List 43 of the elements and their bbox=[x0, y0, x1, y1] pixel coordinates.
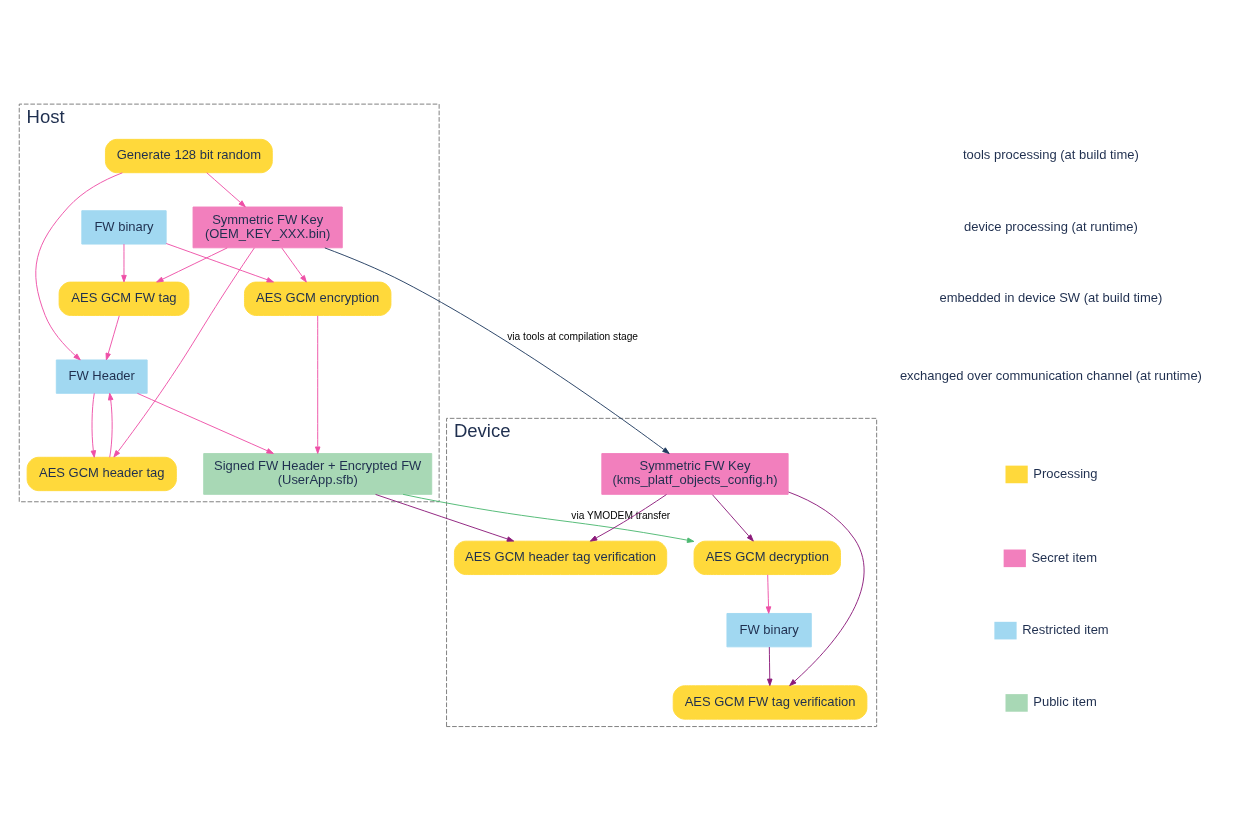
node-box: Symmetric FW Key (kms_platf_objects_config.h) bbox=[601, 452, 789, 495]
node-box: Generate 128 bit random bbox=[104, 138, 273, 173]
node-box: AES GCM FW tag verification bbox=[672, 684, 868, 720]
arrow bbox=[113, 246, 255, 458]
arrow bbox=[281, 247, 307, 282]
arrow bbox=[712, 493, 754, 542]
arrow bbox=[105, 314, 120, 360]
edge-label: via tools at compilation stage bbox=[507, 330, 639, 342]
edge-label: via YMODEM transfer bbox=[571, 509, 671, 521]
arrow bbox=[788, 491, 865, 686]
arrow bbox=[206, 171, 246, 207]
node-box: Signed FW Header + Encrypted FW (UserApp.sfb) bbox=[203, 452, 433, 495]
legend-label: exchanged over communication channel (at runtime) bbox=[899, 367, 1202, 383]
legend-label: Restricted item bbox=[1022, 621, 1109, 637]
legend-label: tools processing (at build time) bbox=[962, 146, 1139, 162]
arrow bbox=[108, 392, 114, 458]
arrow bbox=[165, 242, 274, 282]
arrow bbox=[156, 246, 228, 283]
arrow bbox=[324, 246, 670, 454]
node-box: FW Header bbox=[55, 359, 148, 394]
legend-label: Public item bbox=[1033, 693, 1097, 709]
arrow bbox=[121, 243, 127, 282]
node-box: Symmetric FW Key (OEM_KEY_XXX.bin) bbox=[192, 206, 343, 248]
arrow bbox=[589, 493, 667, 542]
legend-label: device processing (at runtime) bbox=[964, 218, 1138, 234]
node-box: AES GCM encryption bbox=[244, 281, 392, 316]
legend-label: Secret item bbox=[1031, 549, 1098, 565]
node-box: AES GCM decryption bbox=[693, 540, 841, 575]
arrow bbox=[90, 392, 97, 458]
arrow bbox=[375, 493, 515, 542]
node-box: AES GCM FW tag bbox=[58, 281, 190, 316]
arrow bbox=[402, 493, 695, 543]
node-box: AES GCM header tag bbox=[26, 456, 177, 491]
legend-label: Processing bbox=[1033, 465, 1098, 481]
node-box: FW binary bbox=[81, 209, 167, 245]
arrow bbox=[136, 392, 274, 454]
arrow bbox=[765, 573, 772, 614]
arrow bbox=[35, 171, 123, 360]
node-box: FW binary bbox=[726, 612, 812, 647]
legend-label: embedded in device SW (at build time) bbox=[939, 289, 1163, 305]
arrow bbox=[767, 646, 773, 686]
node-box: AES GCM header tag verification bbox=[453, 540, 668, 575]
arrow bbox=[314, 314, 321, 454]
